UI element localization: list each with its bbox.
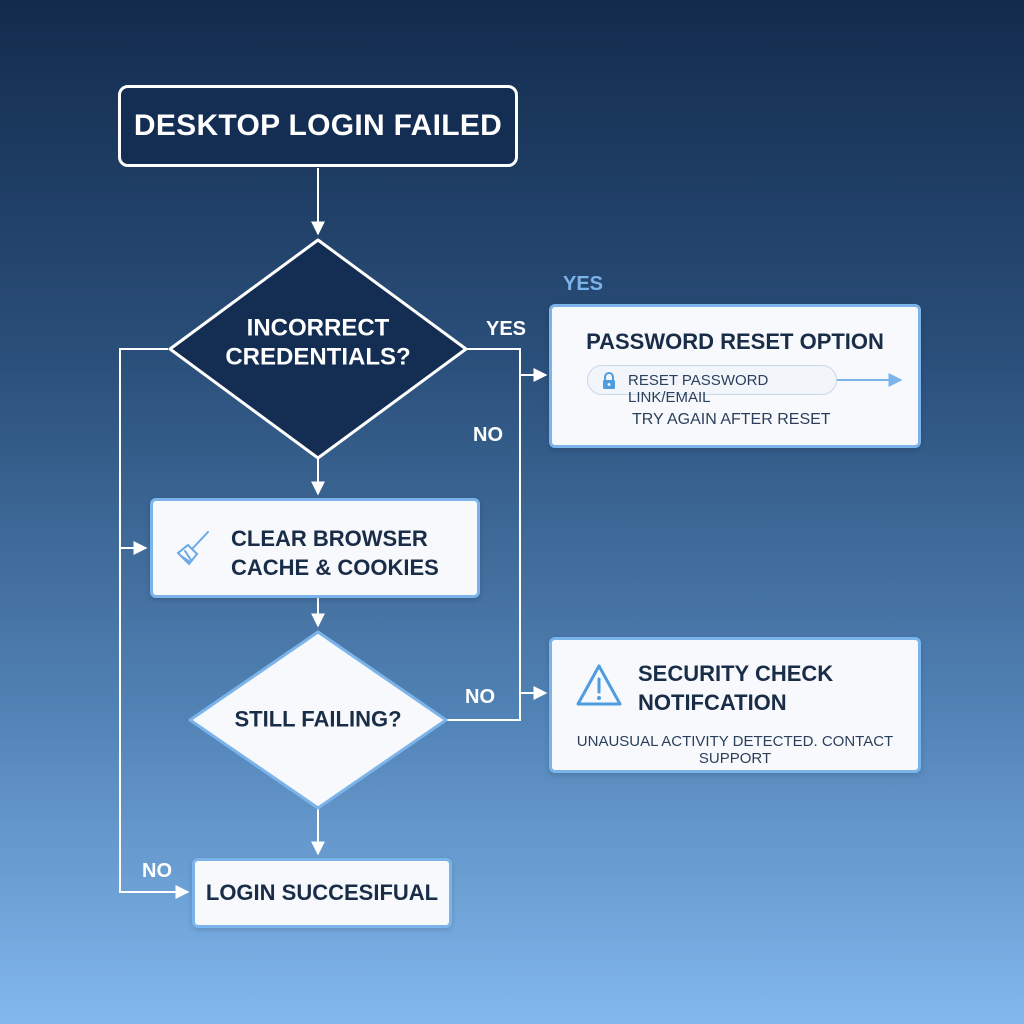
password-reset-note: TRY AGAIN AFTER RESET [632,411,831,428]
decision-credentials-label: INCORRECT CREDENTIALS? [225,314,411,371]
reset-password-link[interactable]: RESET PASSWORD LINK/EMAIL [587,365,837,406]
password-reset-title: PASSWORD RESET OPTION [586,329,884,354]
cache-step-box: CLEAR BROWSER CACHE & COOKIES [150,498,480,598]
reset-link-label: RESET PASSWORD LINK/EMAIL [628,372,769,406]
yes-label-above-reset: YES [563,273,604,295]
start-node: DESKTOP LOGIN FAILED [118,85,518,167]
edge-label-no-still: NO [465,686,495,708]
security-check-card: SECURITY CHECK NOTIFCATION UNAUSUAL ACTI… [549,637,921,773]
password-reset-card: PASSWORD RESET OPTION RESET PASSWORD LIN… [549,304,921,448]
decision-still-diamond [188,630,448,810]
edge-label-no-left: NO [142,860,172,882]
warning-icon [574,662,624,713]
lock-icon [600,372,618,394]
broom-icon [175,529,211,574]
arrow-still-no-to-security [446,686,548,721]
start-label: DESKTOP LOGIN FAILED [133,109,503,142]
connector-left-loop [119,348,190,899]
security-check-title: SECURITY CHECK NOTIFCATION [638,661,834,715]
decision-still-label: STILL FAILING? [234,706,402,732]
edge-label-yes: YES [486,318,527,340]
login-success-label: LOGIN SUCCESIFUAL [205,880,439,905]
reset-link-arrow [837,373,903,387]
security-check-message: UNAUSUAL ACTIVITY DETECTED. CONTACT SUPP… [576,733,894,767]
arrow-credentials-yes-to-reset [466,348,548,382]
edge-label-no-mid: NO [473,424,503,446]
cache-step-label: CLEAR BROWSER CACHE & COOKIES [231,526,439,580]
login-success-box: LOGIN SUCCESIFUAL [192,858,452,928]
decision-credentials-diamond [168,238,468,460]
